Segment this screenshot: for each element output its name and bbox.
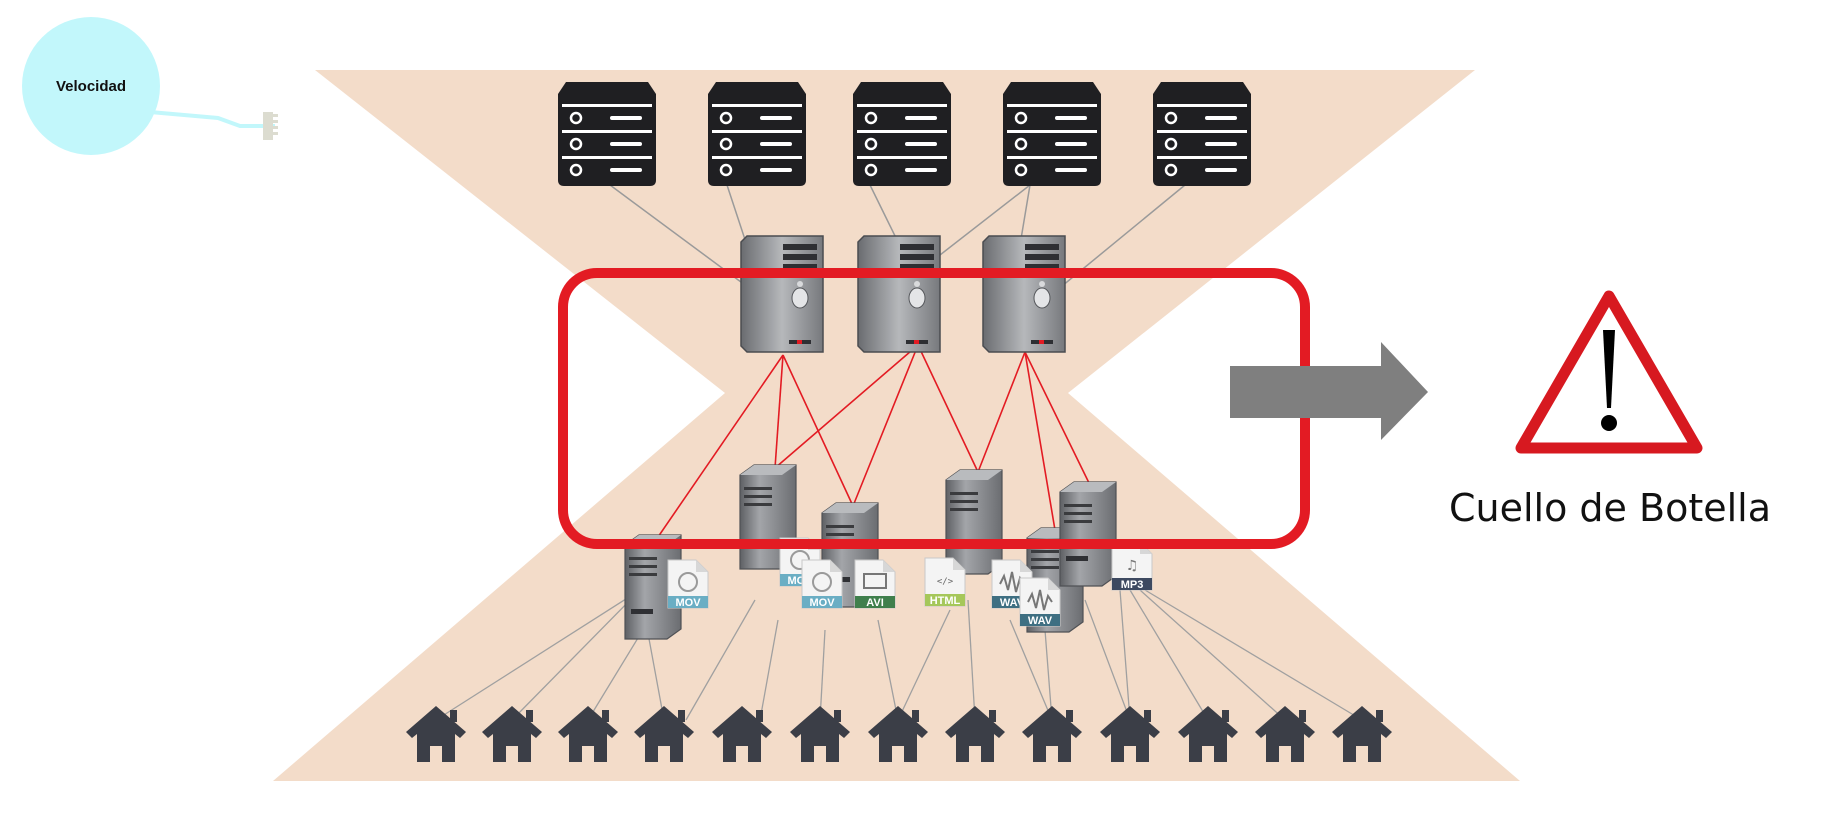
file-label: MOV — [809, 597, 835, 609]
velocidad-connector — [149, 110, 275, 128]
file-label: AVI — [866, 597, 884, 609]
file-label: WAV — [1028, 615, 1053, 627]
velocidad-label: Velocidad — [55, 77, 127, 95]
plug-icon — [263, 112, 278, 140]
file-label: MOV — [675, 597, 701, 609]
svg-text:♫: ♫ — [1126, 558, 1139, 574]
pc-tower-1 — [740, 235, 824, 353]
server-tower-4 — [945, 469, 1003, 575]
file-icon-mov: MOV — [801, 559, 843, 609]
warning-triangle-icon — [1515, 290, 1703, 454]
svg-text:</>: </> — [937, 577, 954, 587]
file-icon-mp3: ♫ MP3 — [1111, 541, 1153, 591]
arrow-right-icon — [1230, 342, 1428, 440]
pc-tower-3 — [982, 235, 1066, 353]
rack-server-2 — [706, 80, 808, 188]
file-label: MP3 — [1121, 579, 1144, 591]
lower-links — [435, 589, 1363, 721]
bottleneck-links — [657, 344, 1091, 538]
file-icon-avi: AVI — [854, 559, 896, 609]
file-icon-html: </> HTML — [924, 557, 966, 607]
file-icon-wav: WAV — [1019, 577, 1061, 627]
file-icon-mov: MOV — [667, 559, 709, 609]
velocidad-node: Velocidad — [22, 17, 160, 155]
file-label: HTML — [930, 595, 961, 607]
server-tower-6 — [1059, 481, 1117, 587]
pc-tower-2 — [857, 235, 941, 353]
rack-server-3 — [851, 80, 953, 188]
rack-server-4 — [1001, 80, 1103, 188]
rack-server-5 — [1151, 80, 1253, 188]
funnel-background — [273, 70, 1520, 781]
bottleneck-caption: Cuello de Botella — [1448, 486, 1772, 530]
rack-server-1 — [556, 80, 658, 188]
file-label: WAV — [1000, 597, 1025, 609]
